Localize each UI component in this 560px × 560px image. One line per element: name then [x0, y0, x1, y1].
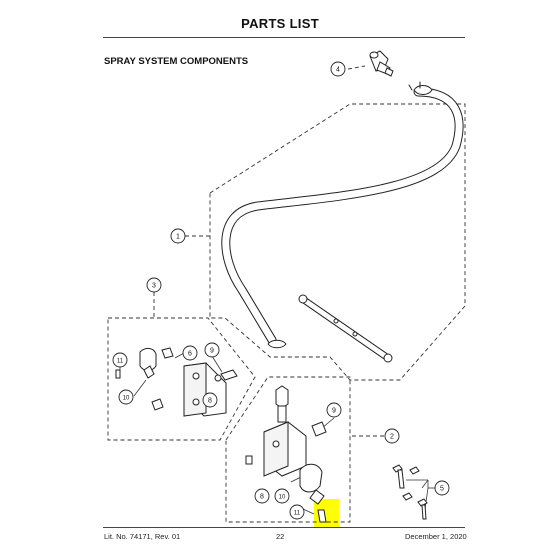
callout-5: 5 — [440, 486, 444, 493]
footer-date: December 1, 2020 — [405, 532, 467, 541]
group-outline-valve — [225, 376, 351, 523]
bracket-kit-drawing — [115, 347, 238, 417]
callout-8-bracket: 8 — [208, 398, 212, 405]
valve-kit-drawing — [245, 385, 327, 523]
section-title: SPRAY SYSTEM COMPONENTS — [104, 56, 249, 67]
callout-2: 2 — [390, 434, 394, 441]
callout-6-bracket: 6 — [188, 351, 192, 358]
callout-11-valve: 11 — [294, 511, 301, 517]
callout-10-bracket: 10 — [123, 396, 130, 402]
bolt-set-drawing — [392, 464, 428, 520]
footer-page-number: 22 — [276, 532, 285, 541]
footer-rule — [103, 527, 465, 528]
callout-4: 4 — [336, 67, 340, 74]
callout-11-bracket: 11 — [117, 359, 124, 365]
title-rule — [103, 37, 465, 38]
callout-8-valve: 8 — [260, 494, 264, 501]
page-title: PARTS LIST — [241, 16, 319, 31]
hose-barb-fitting-drawing — [369, 50, 394, 77]
callout-9-valve: 9 — [332, 408, 336, 415]
footer-lit-number: Lit. No. 74171, Rev. 01 — [104, 532, 181, 541]
callout-3: 3 — [152, 283, 156, 290]
spray-hose-drawing — [221, 81, 464, 363]
callout-10-valve: 10 — [279, 495, 286, 501]
callout-9-bracket: 9 — [210, 348, 214, 355]
group-outline-bracket — [107, 317, 256, 441]
group-outline-hose — [209, 103, 466, 381]
callout-1: 1 — [176, 234, 180, 241]
